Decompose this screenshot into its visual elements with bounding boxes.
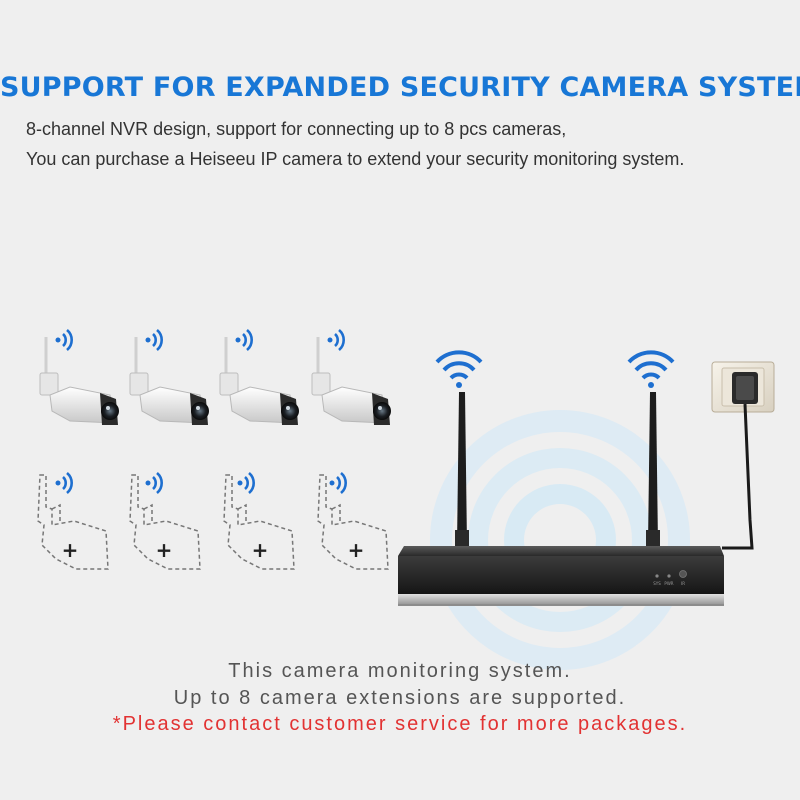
wifi-icon [327,329,345,351]
bullet-camera-icon [129,337,209,425]
camera-row [39,329,391,425]
nvr-recorder: SYS PWR IR [398,546,724,606]
footer-line-2: Up to 8 camera extensions are supported. [173,687,627,709]
wifi-icon [237,472,255,494]
empty-camera-slot-icon [129,474,201,570]
nvr-led-label: SYS [653,581,661,586]
nvr-led-label: PWR [664,581,673,586]
slot-plus-symbol: + [62,538,79,562]
footer-line-1: This camera monitoring system. [228,660,572,682]
bullet-camera-icon [39,337,119,425]
empty-camera-slot-icon [317,474,389,570]
wifi-icon [55,472,73,494]
intro-line-2: You can purchase a Heiseeu IP camera to … [26,149,685,169]
nvr-led-sys [655,574,659,578]
power-cable [722,403,754,550]
empty-camera-slot-icon [37,474,109,570]
power-outlet-icon [711,361,775,413]
wifi-icon [235,329,253,351]
nvr-ir-window [679,570,687,578]
wifi-icon [55,329,73,351]
nvr-antenna-left [455,392,469,546]
nvr-led-pwr [667,574,671,578]
nvr-antenna-right [646,392,660,546]
slot-plus-symbol: + [156,538,173,562]
footer-warning: *Please contact customer service for mor… [112,713,688,735]
headline: SUPPORT FOR EXPANDED SECURITY CAMERA SYS… [0,72,800,103]
slot-plus-symbol: + [348,538,365,562]
empty-camera-slot-icon [223,474,295,570]
wifi-icon [329,472,347,494]
slot-plus-symbol: + [252,538,269,562]
wifi-icon [435,350,483,388]
bullet-camera-icon [219,337,299,425]
wifi-icon [145,472,163,494]
placeholder-row: + + + [37,472,389,570]
bullet-camera-icon [311,337,391,425]
nvr-led-label: IR [681,581,685,586]
wifi-icon [627,350,675,388]
intro-line-1: 8-channel NVR design, support for connec… [26,119,567,139]
wifi-icon [145,329,163,351]
